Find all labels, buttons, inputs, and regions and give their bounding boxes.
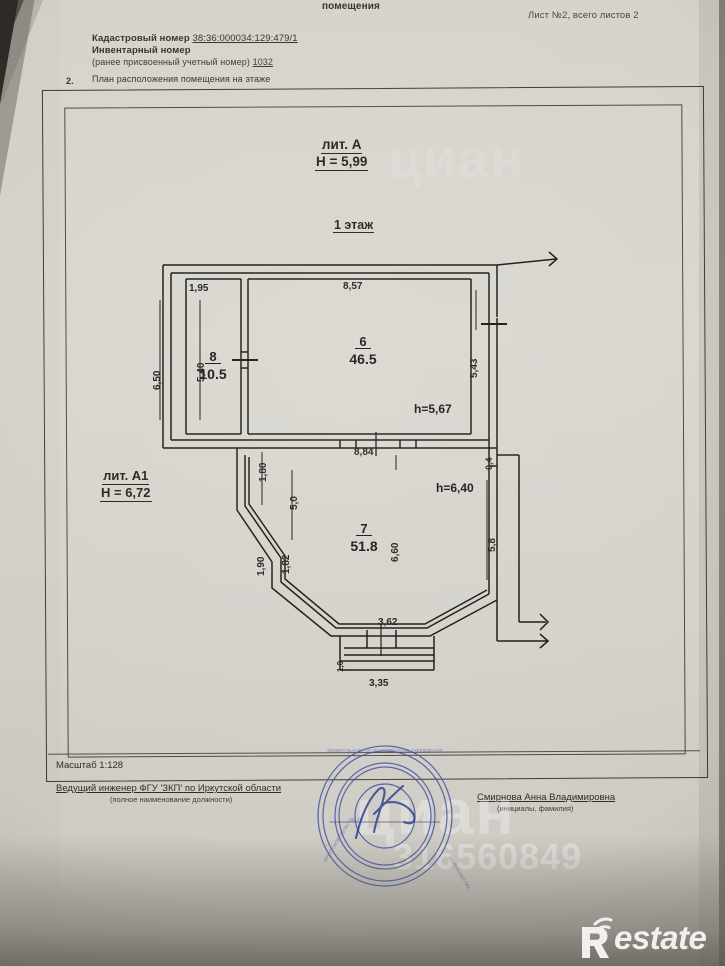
dimension-room6-bottom: 8,84: [354, 447, 374, 458]
watermark-brand-faint: циан: [388, 129, 526, 189]
previous-number-row: (ранее присвоенный учетный номер) 1032: [92, 57, 273, 67]
sheet-number-label: Лист №2, всего листов 2: [528, 10, 639, 21]
literal-a1-block: лит. А1 H = 6,72: [100, 468, 152, 502]
room-label-6: 6 46.5: [333, 333, 393, 369]
svg-text:ЗЕМЕЛЬНАЯ ПАЛАТА: ЗЕМЕЛЬНАЯ ПАЛАТА: [447, 855, 470, 890]
restate-logo: estate: [578, 915, 707, 961]
room-area-8: 10.5: [199, 366, 227, 382]
inventory-number-label: Инвентарный номер: [92, 45, 191, 56]
item-index: 2.: [66, 76, 74, 86]
official-stamp: ФЕДЕРАЛЬНОЕ ГОСУДАРСТВЕННОЕ УЧРЕЖДЕНИЕ И…: [317, 745, 470, 890]
dimension-bottom-small: 1,0: [336, 660, 345, 672]
dimension-outer-left: 6,50: [152, 370, 163, 390]
svg-text:ФЕДЕРАЛЬНОЕ ГОСУДАРСТВЕННОЕ УЧ: ФЕДЕРАЛЬНОЕ ГОСУДАРСТВЕННОЕ УЧРЕЖДЕНИЕ: [327, 748, 443, 753]
floor-label: 1 этаж: [333, 218, 375, 233]
dimension-notch-right: 0,4: [484, 457, 494, 470]
room-label-8: 8 10.5: [185, 348, 241, 384]
room-area-6: 46.5: [349, 351, 377, 367]
signer-name: Смирнова Анна Владимировна: [477, 792, 616, 803]
header-section-title: помещения: [322, 1, 380, 12]
position-caption: (полное наименование должности): [110, 795, 233, 804]
ceiling-height-room7: h=6,40: [436, 481, 474, 495]
dimension-bottom-outer: 3,35: [369, 678, 389, 689]
cadastral-number-value: 38:36:000034:129:479/1: [192, 33, 298, 44]
cadastral-number-row: Кадастровый номер 38:36:000034:129:479/1: [92, 33, 298, 44]
room-label-7: 7 51.8: [334, 520, 394, 556]
literal-a-block: лит. А H = 5,99: [315, 137, 369, 171]
dimension-room7-right: 5,8: [487, 538, 498, 552]
item-title: План расположения помещения на этаже: [92, 74, 271, 84]
ceiling-height-room6: h=5,67: [414, 402, 452, 416]
dimension-room7-left-diag: 1,82: [281, 554, 292, 574]
svg-text:М.П.: М.П.: [352, 818, 363, 824]
dimension-room6-right: 5,43: [469, 358, 480, 378]
room-number-8: 8: [205, 350, 221, 364]
signer-caption: (инициалы, фамилия): [497, 804, 574, 813]
room-number-6: 6: [355, 335, 371, 349]
dimension-room7-left-lower: 1,90: [256, 556, 267, 576]
restate-logo-text: estate: [614, 919, 707, 956]
dimension-room7-left-mid: 5,0: [289, 496, 300, 510]
room-area-7: 51.8: [350, 538, 378, 554]
restate-r-icon: [582, 917, 613, 958]
dimension-room7-left-upper: 1,80: [258, 462, 269, 482]
dimension-room8-width: 1,95: [189, 283, 209, 294]
dimension-room6-top: 8,57: [343, 281, 363, 292]
scale-label: Масштаб 1:128: [56, 760, 124, 771]
literal-a1-height: H = 6,72: [100, 485, 152, 502]
previous-number-value: 1032: [252, 57, 274, 67]
literal-a-height: H = 5,99: [315, 154, 369, 171]
previous-number-label: (ранее присвоенный учетный номер): [92, 57, 250, 67]
cadastral-number-label: Кадастровый номер: [92, 33, 190, 44]
dimension-bottom-inner: 3,62: [378, 617, 398, 628]
room-number-7: 7: [356, 522, 372, 536]
svg-text:ИРКУТСКОЙ ОБЛАСТИ: ИРКУТСКОЙ ОБЛАСТИ: [321, 816, 354, 863]
position-title: Ведущий инженер ФГУ 'ЗКП' по Иркутской о…: [56, 783, 282, 794]
